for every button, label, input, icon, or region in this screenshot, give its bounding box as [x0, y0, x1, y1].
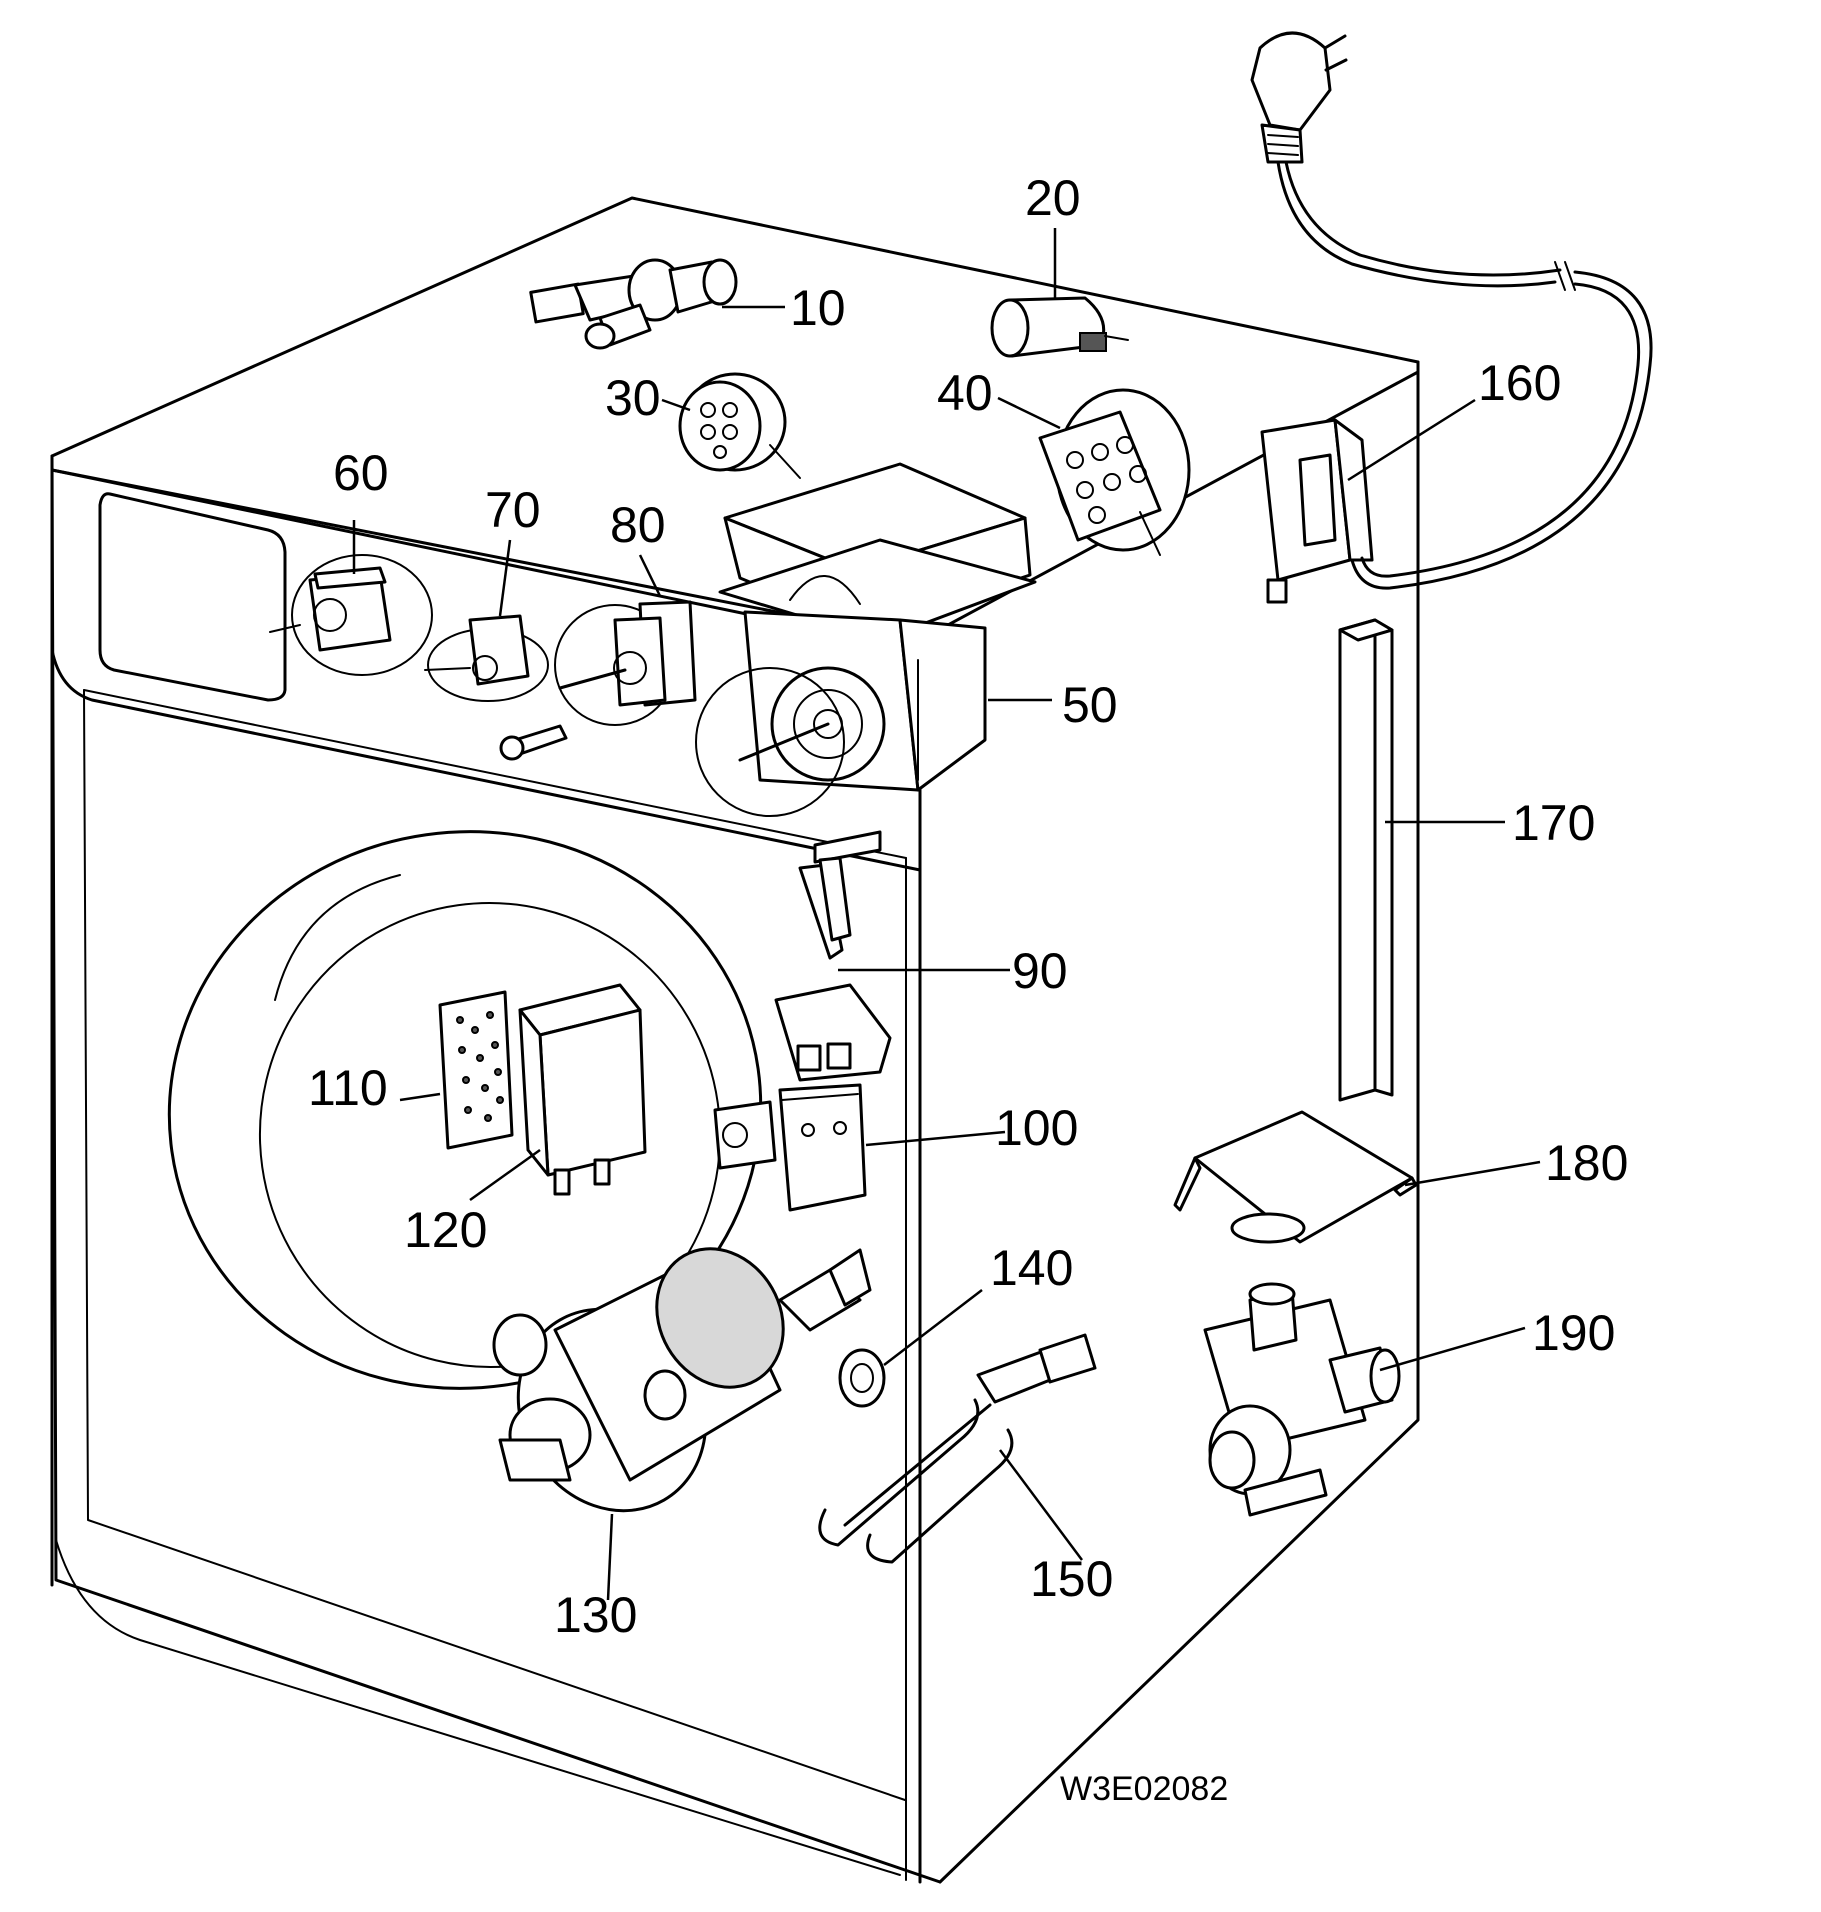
part-label-100: 100 — [995, 1100, 1078, 1156]
part-label-120: 120 — [404, 1202, 487, 1258]
part-label-40: 40 — [937, 365, 993, 421]
part-130-motor — [492, 1247, 872, 1601]
part-label-20: 20 — [1025, 170, 1081, 226]
part-110-pcb — [399, 990, 514, 1150]
part-label-160: 160 — [1478, 355, 1561, 411]
part-60-switch — [269, 520, 433, 676]
part-140-grommet — [838, 1289, 983, 1408]
part-50-programmer — [695, 462, 1052, 817]
part-label-180: 180 — [1545, 1135, 1628, 1191]
washer-cabinet — [50, 196, 1420, 1884]
part-100-interlock — [713, 1083, 1006, 1212]
part-label-80: 80 — [610, 497, 666, 553]
part-label-10: 10 — [790, 280, 846, 336]
part-170-rail — [1338, 618, 1505, 1102]
power-cord — [1250, 31, 1653, 590]
part-10-inlet-valve — [529, 258, 785, 350]
part-label-110: 110 — [308, 1060, 388, 1116]
part-label-150: 150 — [1030, 1551, 1113, 1607]
part-label-170: 170 — [1512, 795, 1595, 851]
part-90-bracket — [774, 830, 1010, 1082]
part-40-pressure-switch-multi — [997, 388, 1191, 556]
part-160-filter — [1260, 398, 1476, 604]
part-label-130: 130 — [554, 1587, 637, 1643]
part-label-30: 30 — [605, 370, 661, 426]
part-180-plate — [1173, 1110, 1541, 1244]
part-30-pressure-switch — [661, 372, 801, 479]
part-150-heater — [818, 1333, 1097, 1564]
drawing-code: W3E02082 — [1060, 1770, 1228, 1808]
part-20-capacitor — [990, 228, 1129, 358]
part-label-60: 60 — [333, 445, 389, 501]
part-label-70: 70 — [485, 482, 541, 538]
part-80-selector — [499, 554, 697, 761]
part-label-140: 140 — [990, 1240, 1073, 1296]
part-label-90: 90 — [1012, 943, 1068, 999]
part-label-190: 190 — [1532, 1305, 1615, 1361]
part-190-drain-pump — [1203, 1282, 1526, 1517]
part-120-module — [469, 983, 647, 1202]
part-label-50: 50 — [1062, 677, 1118, 733]
part-70-switch-small — [424, 539, 549, 702]
